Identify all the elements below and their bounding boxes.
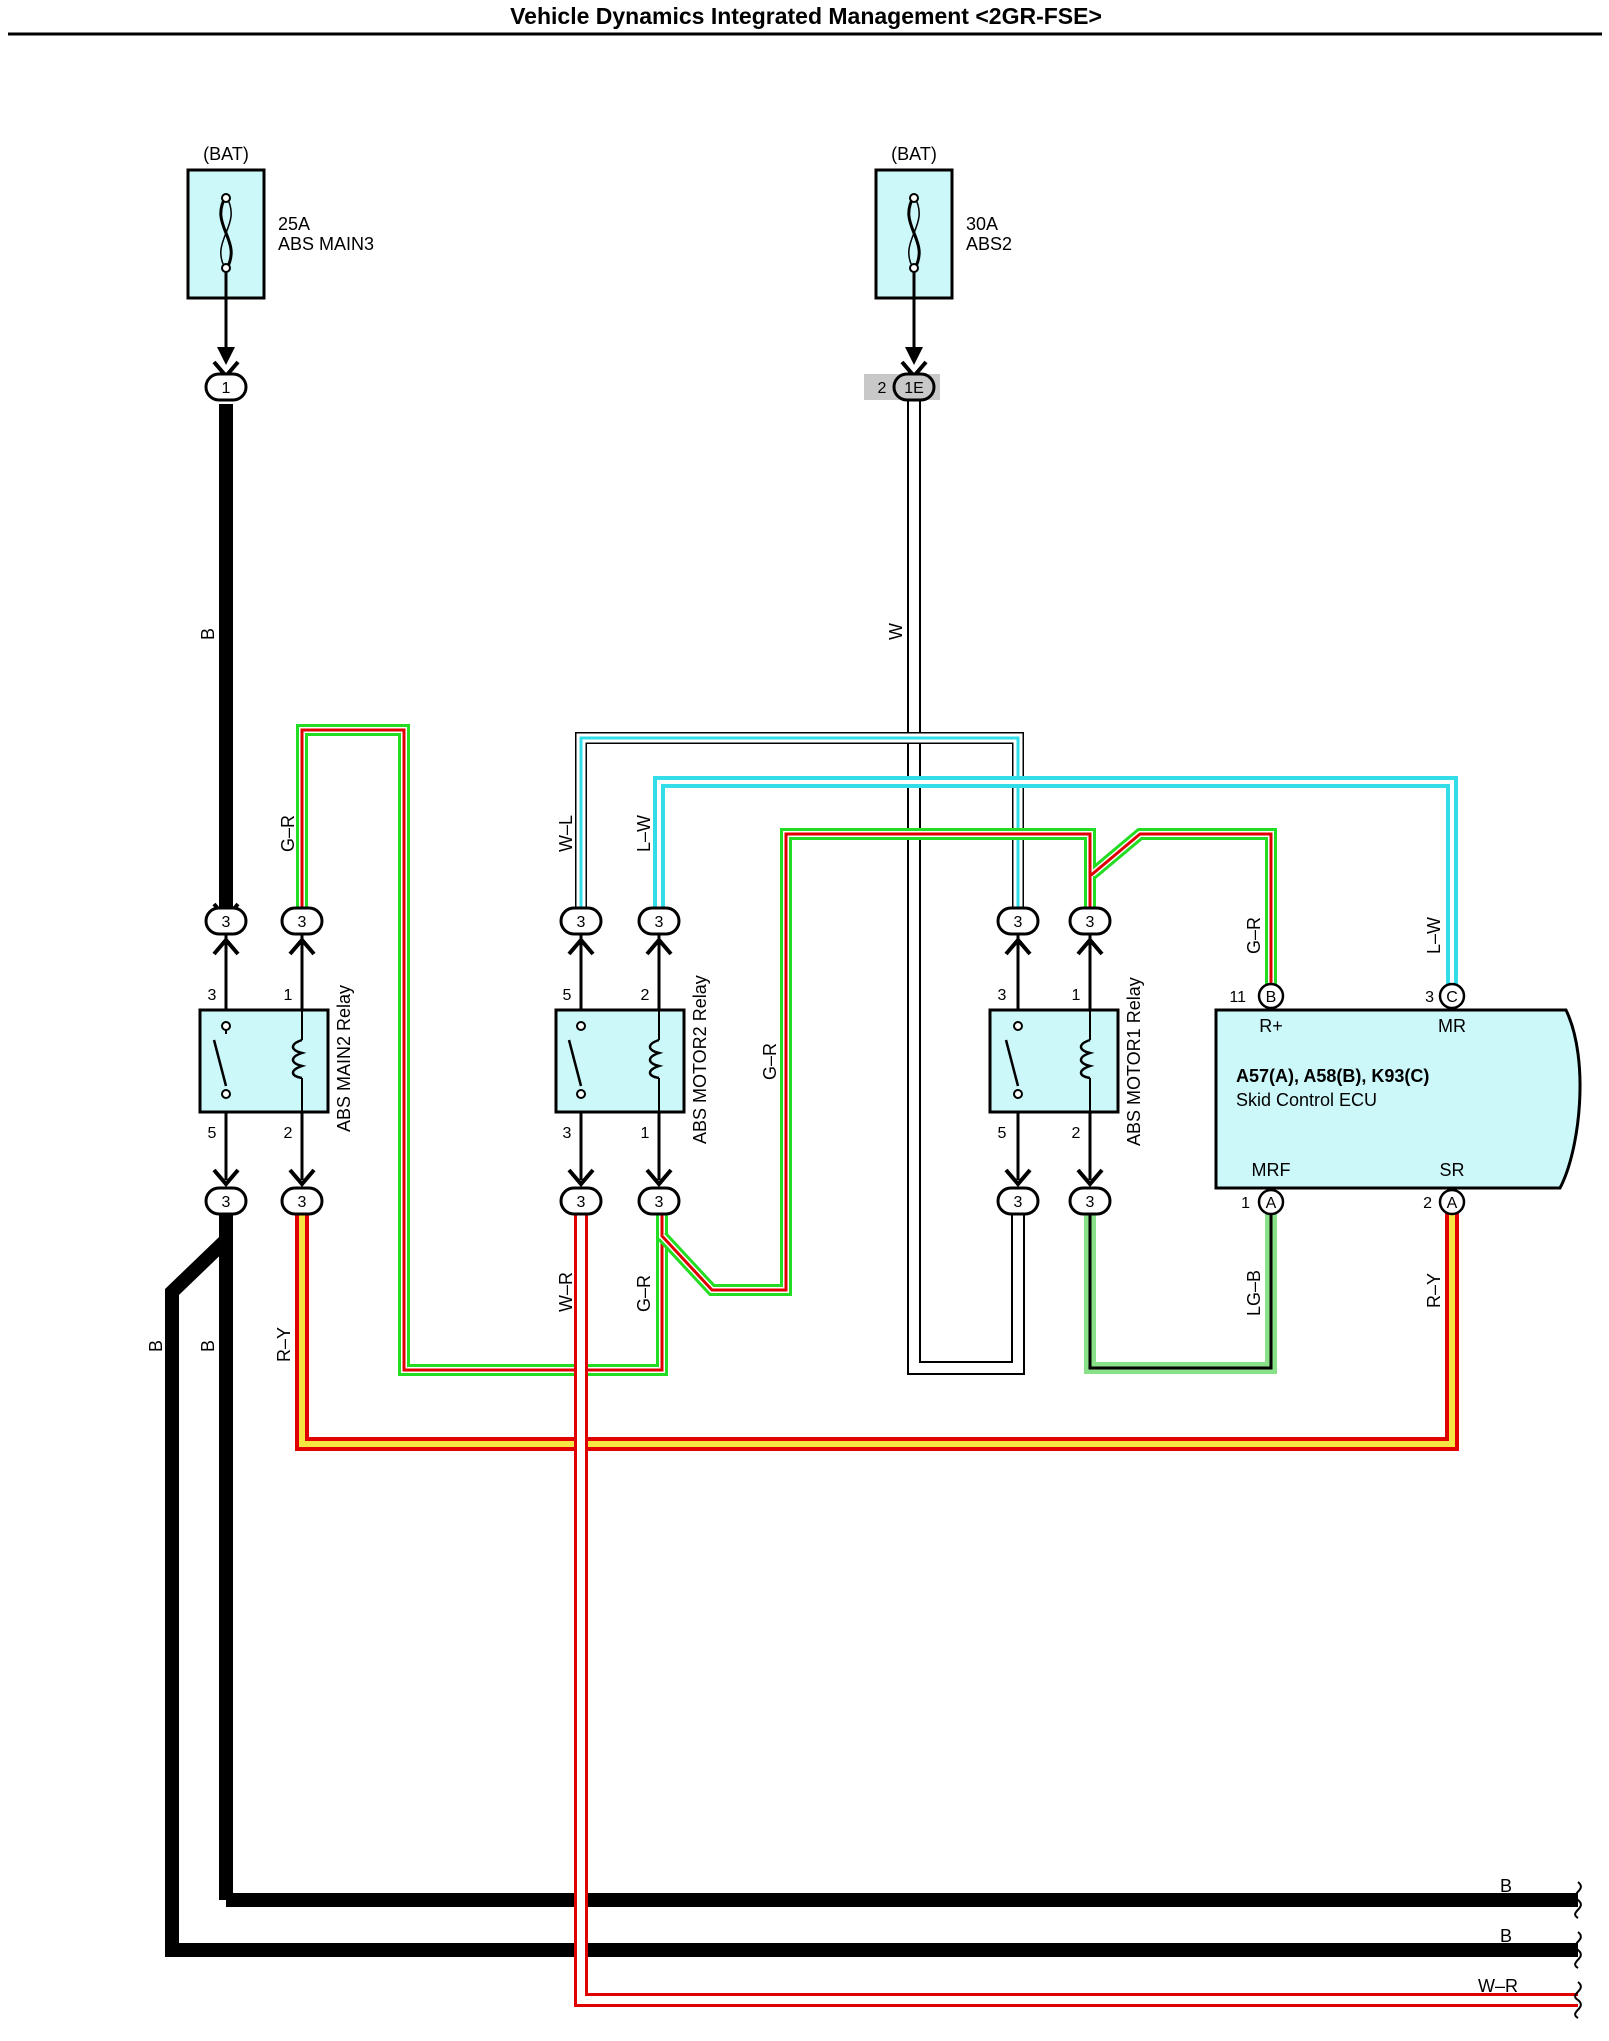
fuse2-source: (BAT) [891, 144, 937, 164]
svg-text:R+: R+ [1259, 1016, 1283, 1036]
svg-text:B: B [198, 628, 218, 640]
bottom-labels: B B W–R [1478, 1876, 1582, 2019]
relay2-name: ABS MOTOR2 Relay [690, 975, 710, 1144]
svg-text:C: C [1446, 989, 1458, 1006]
wire-ry [295, 1212, 1459, 1451]
connector-fuse2: 1E 2 [864, 360, 940, 402]
fuse-abs2: (BAT) 30A ABS2 [874, 144, 1012, 365]
svg-text:1: 1 [1241, 1195, 1250, 1212]
relay-abs-motor1: 3 3 3 1 5 2 3 3 ABS MOTOR1 Relay [988, 906, 1144, 1216]
svg-text:3: 3 [577, 1194, 586, 1211]
relay1-conn-tr: 3 [280, 906, 324, 936]
svg-text:1: 1 [284, 987, 293, 1004]
relay1-conn-bl: 3 [204, 1186, 248, 1216]
wire-gr-main2 [296, 724, 668, 1376]
svg-text:MRF: MRF [1252, 1160, 1291, 1180]
svg-text:3: 3 [1425, 989, 1434, 1006]
ecu-name: Skid Control ECU [1236, 1090, 1377, 1110]
svg-text:2: 2 [641, 987, 650, 1004]
fuse1-name: ABS MAIN3 [278, 234, 374, 254]
wire-wr [574, 1212, 1578, 2007]
skid-control-ecu: B 11 R+ C 3 MR A57(A), A58(B), K93(C) Sk… [1214, 982, 1582, 1216]
svg-text:3: 3 [998, 987, 1007, 1004]
svg-text:G–R: G–R [760, 1043, 780, 1080]
svg-text:3: 3 [655, 914, 664, 931]
svg-text:R–Y: R–Y [274, 1327, 294, 1362]
svg-text:L–W: L–W [1424, 917, 1444, 954]
svg-text:3: 3 [577, 914, 586, 931]
wire-lw [653, 776, 1458, 996]
svg-text:3: 3 [222, 914, 231, 931]
svg-text:1: 1 [641, 1125, 650, 1142]
svg-text:1: 1 [1072, 987, 1081, 1004]
svg-text:3: 3 [1014, 914, 1023, 931]
svg-text:B: B [1500, 1926, 1512, 1946]
svg-text:3: 3 [655, 1194, 664, 1211]
wire-labels: B W G–R W–L L–W G–R G–R L–W B B R–Y W–R … [146, 623, 1444, 1362]
svg-text:G–R: G–R [278, 815, 298, 852]
svg-text:W–R: W–R [1478, 1976, 1518, 1996]
svg-text:2: 2 [1072, 1125, 1081, 1142]
svg-text:G–R: G–R [1244, 917, 1264, 954]
relay-abs-main2: 3 3 3 1 5 2 3 3 ABS MAIN2 [198, 902, 354, 1216]
svg-text:3: 3 [208, 987, 217, 1004]
fuse1-rating: 25A [278, 214, 310, 234]
relay-abs-motor2: 3 3 5 2 3 1 3 3 ABS MOTOR2 Relay [554, 906, 710, 1216]
relay3-name: ABS MOTOR1 Relay [1124, 977, 1144, 1146]
svg-text:SR: SR [1439, 1160, 1464, 1180]
svg-text:3: 3 [222, 1194, 231, 1211]
svg-text:B: B [198, 1340, 218, 1352]
svg-text:2: 2 [1423, 1195, 1432, 1212]
svg-text:MR: MR [1438, 1016, 1466, 1036]
relay1-conn-br: 3 [280, 1186, 324, 1216]
svg-text:L–W: L–W [634, 815, 654, 852]
svg-text:1: 1 [222, 380, 231, 397]
fuse2-name: ABS2 [966, 234, 1012, 254]
svg-text:B: B [146, 1340, 166, 1352]
svg-text:3: 3 [1086, 914, 1095, 931]
svg-text:G–R: G–R [634, 1275, 654, 1312]
svg-text:W: W [886, 623, 906, 640]
svg-text:LG–B: LG–B [1244, 1270, 1264, 1316]
svg-text:B: B [1266, 989, 1277, 1006]
fuse-abs-main3: (BAT) 25A ABS MAIN3 [186, 144, 374, 365]
svg-text:11: 11 [1229, 989, 1246, 1006]
page-title: Vehicle Dynamics Integrated Management <… [510, 3, 1102, 29]
svg-text:3: 3 [298, 914, 307, 931]
ecu-connectors: A57(A), A58(B), K93(C) [1236, 1066, 1429, 1086]
svg-text:5: 5 [998, 1125, 1007, 1142]
svg-text:3: 3 [1014, 1194, 1023, 1211]
fuse1-source: (BAT) [203, 144, 249, 164]
connector-fuse1: 1 [204, 360, 248, 402]
svg-text:A: A [1266, 1195, 1277, 1212]
svg-text:1E: 1E [904, 380, 924, 397]
svg-text:W–L: W–L [556, 815, 576, 852]
svg-text:2: 2 [878, 380, 887, 397]
fuse2-rating: 30A [966, 214, 998, 234]
svg-text:W–R: W–R [556, 1272, 576, 1312]
wire-lgb [1084, 1212, 1277, 1374]
svg-text:5: 5 [563, 987, 572, 1004]
svg-text:A: A [1447, 1195, 1458, 1212]
svg-text:3: 3 [298, 1194, 307, 1211]
relay1-name: ABS MAIN2 Relay [334, 985, 354, 1132]
wire-w-abs2 [575, 400, 1025, 1375]
relay1-conn-tl: 3 [204, 902, 248, 936]
wire-b-main [165, 404, 1578, 1957]
svg-text:B: B [1500, 1876, 1512, 1896]
svg-text:3: 3 [563, 1125, 572, 1142]
wire-gr-mid [657, 828, 1277, 1296]
svg-text:2: 2 [284, 1125, 293, 1142]
svg-text:5: 5 [208, 1125, 217, 1142]
svg-text:R–Y: R–Y [1424, 1273, 1444, 1308]
svg-text:3: 3 [1086, 1194, 1095, 1211]
